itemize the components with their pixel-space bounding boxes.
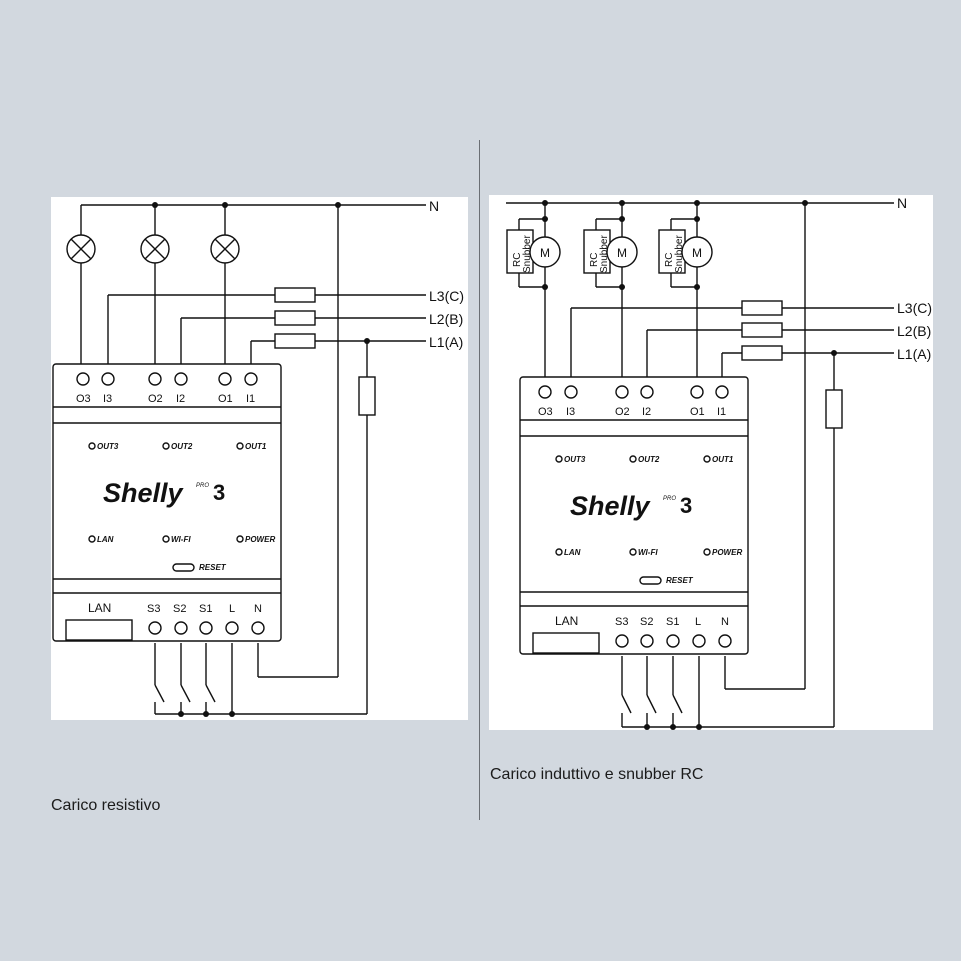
lamp-icon <box>140 234 170 264</box>
snubber-rc-label: RC <box>589 253 600 267</box>
lan-port-icon <box>532 632 600 654</box>
shelly-logo: Shelly <box>570 491 652 521</box>
motor-snubber-group: RC Snubber M <box>506 200 561 379</box>
motor-snubber-group: RC Snubber M <box>583 200 638 379</box>
led-out2-label: OUT2 <box>171 442 193 451</box>
led-out2-label: OUT2 <box>638 455 660 464</box>
fuse-l2 <box>741 322 783 338</box>
line-l1-label: L1(A) <box>429 334 463 350</box>
resistive-load-diagram: N L3(C) L2(B) L1(A) O3 <box>51 197 468 720</box>
motor-label: M <box>617 246 627 260</box>
led-out3-label: OUT3 <box>97 442 119 451</box>
led-wifi-label: WI-FI <box>171 535 191 544</box>
snubber-icon <box>583 229 611 274</box>
fuse-l3 <box>274 287 316 303</box>
led-out1-label: OUT1 <box>712 455 734 464</box>
terminal-o1: O1 <box>690 406 705 418</box>
led-out3-label: OUT3 <box>564 455 586 464</box>
shelly-model-number: 3 <box>213 480 225 505</box>
snubber-word-label: Snubber <box>522 235 533 273</box>
snubber-icon <box>658 229 686 274</box>
snubber-word-label: Snubber <box>599 235 610 273</box>
shelly-device: O3 I3 O2 I2 O1 I1 OUT3 OUT2 OUT1 Shelly … <box>519 376 749 655</box>
terminal-i1: I1 <box>246 393 255 405</box>
terminal-n: N <box>254 603 262 615</box>
line-l2-label: L2(B) <box>897 323 931 339</box>
motor-snubber-group: RC Snubber M <box>658 200 713 379</box>
terminal-s2: S2 <box>173 603 186 615</box>
pro-badge: PRO <box>663 496 676 502</box>
terminal-s3: S3 <box>615 616 628 628</box>
fuse-l1 <box>741 345 783 361</box>
center-divider <box>479 140 480 820</box>
fuse-l1 <box>274 333 316 349</box>
resistive-caption: Carico resistivo <box>51 797 161 814</box>
terminal-i2: I2 <box>642 406 651 418</box>
line-l3-label: L3(C) <box>429 288 464 304</box>
shelly-logo: Shelly <box>103 478 185 508</box>
inductive-caption: Carico induttivo e snubber RC <box>490 766 704 783</box>
terminal-s1: S1 <box>666 616 679 628</box>
terminal-o3: O3 <box>538 406 553 418</box>
snubber-rc-label: RC <box>512 253 523 267</box>
inductive-wiring-svg: N L3(C) L2(B) L1(A) RC Snubber M RC Snub… <box>506 195 932 730</box>
reset-label: RESET <box>199 563 227 572</box>
led-lan-label: LAN <box>564 548 581 557</box>
line-n-label: N <box>897 195 907 211</box>
terminal-i3: I3 <box>103 393 112 405</box>
reset-button-icon <box>639 576 662 585</box>
shelly-device: O3 I3 O2 I2 O1 I1 OUT3 OUT2 OUT1 Shelly … <box>52 363 282 642</box>
reset-button-icon <box>172 563 195 572</box>
line-n-label: N <box>429 198 439 214</box>
lamp-icon <box>210 234 240 264</box>
inductive-load-diagram: N L3(C) L2(B) L1(A) RC Snubber M RC Snub… <box>489 195 933 730</box>
pro-badge: PRO <box>196 483 209 489</box>
fuse-supply <box>825 389 843 429</box>
led-wifi-label: WI-FI <box>638 548 658 557</box>
terminal-i3: I3 <box>566 406 575 418</box>
line-l1-label: L1(A) <box>897 346 931 362</box>
fuse-l3 <box>741 300 783 316</box>
snubber-rc-label: RC <box>664 253 675 267</box>
terminal-s3: S3 <box>147 603 160 615</box>
resistive-wiring-svg: N L3(C) L2(B) L1(A) O3 <box>52 198 464 717</box>
led-lan-label: LAN <box>97 535 114 544</box>
lan-label: LAN <box>88 601 111 615</box>
lamp-icon <box>66 234 96 264</box>
terminal-i2: I2 <box>176 393 185 405</box>
terminal-l: L <box>229 603 235 615</box>
led-out1-label: OUT1 <box>245 442 267 451</box>
terminal-i1: I1 <box>717 406 726 418</box>
line-l3-label: L3(C) <box>897 300 932 316</box>
terminal-o2: O2 <box>615 406 630 418</box>
terminal-o3: O3 <box>76 393 91 405</box>
shelly-model-number: 3 <box>680 493 692 518</box>
terminal-o2: O2 <box>148 393 163 405</box>
motor-label: M <box>540 246 550 260</box>
motor-label: M <box>692 246 702 260</box>
led-power-label: POWER <box>245 535 275 544</box>
terminal-s2: S2 <box>640 616 653 628</box>
line-l2-label: L2(B) <box>429 311 463 327</box>
lan-label: LAN <box>555 614 578 628</box>
reset-label: RESET <box>666 576 694 585</box>
terminal-n: N <box>721 616 729 628</box>
terminal-l: L <box>695 616 701 628</box>
terminal-o1: O1 <box>218 393 233 405</box>
fuse-l2 <box>274 310 316 326</box>
fuse-supply <box>358 376 376 416</box>
terminal-s1: S1 <box>199 603 212 615</box>
led-power-label: POWER <box>712 548 742 557</box>
snubber-word-label: Snubber <box>674 235 685 273</box>
lan-port-icon <box>65 619 133 641</box>
